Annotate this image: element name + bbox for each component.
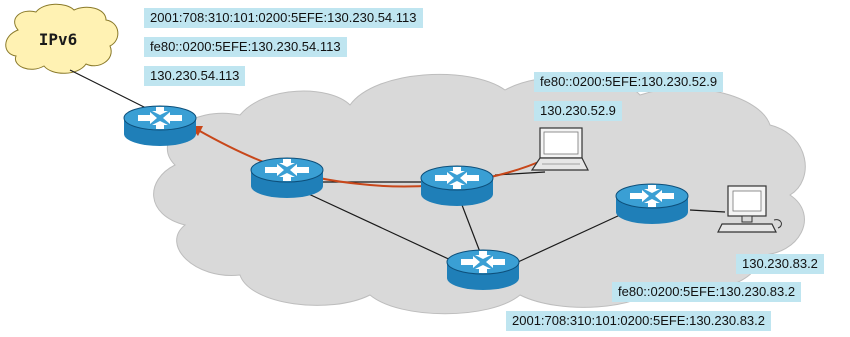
ipv6-cloud [5, 3, 119, 74]
link-r4-to-r3 [517, 214, 621, 263]
desktop-ipv6-link-local-address: fe80::0200:5EFE:130.230.83.2 [612, 282, 802, 302]
router-icon [123, 105, 197, 147]
tunnel-path [197, 129, 549, 188]
gateway-ipv4-address: 130.230.54.113 [144, 66, 246, 86]
ipv6-cloud-label: IPv6 [39, 30, 78, 49]
router-icon [250, 157, 324, 199]
laptop-ipv6-link-local-address: fe80::0200:5EFE:130.230.52.9 [534, 72, 724, 92]
router-icon [615, 183, 689, 225]
desktop-computer-icon [717, 185, 782, 233]
desktop-ipv6-global-address: 2001:708:310:101:0200:5EFE:130.230.83.2 [506, 311, 771, 331]
link-ipv6-to-gateway [69, 69, 151, 111]
laptop-ipv4-address: 130.230.52.9 [534, 101, 622, 121]
router-icon [446, 249, 520, 291]
link-r1-to-r4 [299, 189, 456, 263]
link-r2-to-r4 [461, 204, 481, 253]
desktop-ipv4-address: 130.230.83.2 [736, 254, 824, 274]
link-r3-to-desktop [689, 209, 726, 213]
gateway-ipv6-link-local-address: fe80::0200:5EFE:130.230.54.113 [144, 37, 347, 57]
laptop-icon [530, 127, 589, 171]
gateway-ipv6-global-address: 2001:708:310:101:0200:5EFE:130.230.54.11… [144, 8, 423, 28]
router-icon [420, 165, 494, 207]
